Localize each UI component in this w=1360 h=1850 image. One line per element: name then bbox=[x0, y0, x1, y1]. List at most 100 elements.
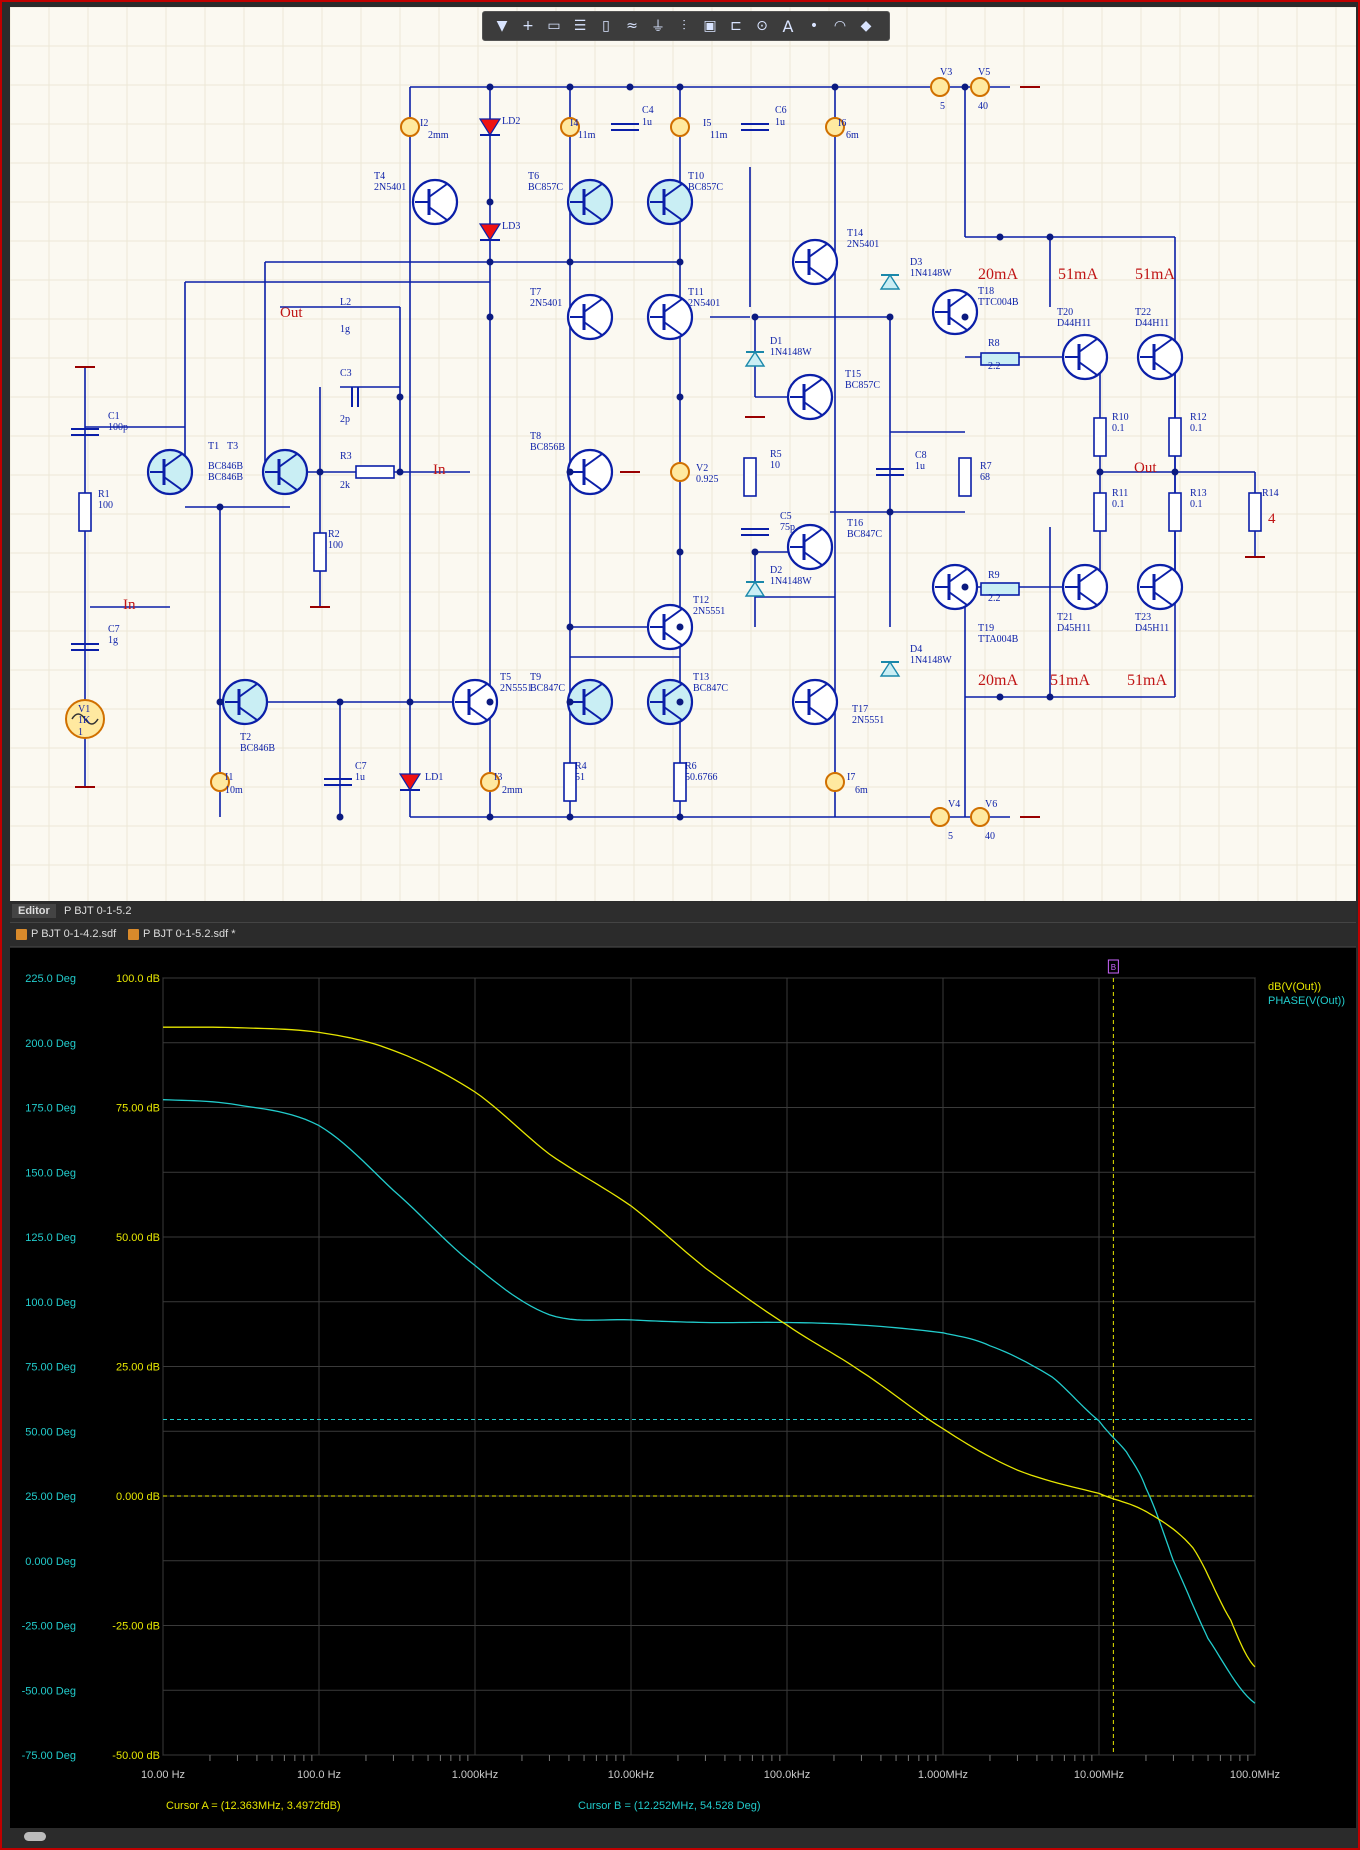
component-label: 1u bbox=[355, 772, 365, 783]
transistor-symbol[interactable] bbox=[786, 373, 834, 421]
source-symbol[interactable] bbox=[825, 772, 845, 792]
transistor-symbol[interactable] bbox=[221, 678, 269, 726]
component-label: R9 bbox=[988, 570, 1000, 581]
port-icon[interactable]: ⊏ bbox=[730, 18, 742, 34]
transistor-symbol[interactable] bbox=[451, 678, 499, 726]
led-icon[interactable] bbox=[478, 223, 502, 242]
resistor-symbol[interactable] bbox=[673, 762, 687, 802]
doc-tab-5-2[interactable]: P BJT 0-1-5.2.sdf * bbox=[128, 928, 236, 940]
text-icon[interactable]: A bbox=[782, 16, 794, 36]
component-label: 40 bbox=[985, 831, 995, 842]
transistor-symbol[interactable] bbox=[646, 603, 694, 651]
source-symbol[interactable] bbox=[400, 117, 420, 137]
resistor-symbol[interactable] bbox=[1168, 492, 1182, 532]
transistor-symbol[interactable] bbox=[261, 448, 309, 496]
transistor-symbol[interactable] bbox=[1061, 563, 1109, 611]
resistor-symbol[interactable] bbox=[313, 532, 327, 572]
component-icon[interactable]: ▯ bbox=[602, 18, 610, 34]
transistor-collector bbox=[1078, 338, 1098, 353]
tab-document[interactable]: P BJT 0-1-5.2 bbox=[64, 905, 132, 917]
transistor-symbol[interactable] bbox=[646, 293, 694, 341]
transistor-symbol[interactable] bbox=[931, 563, 979, 611]
cursor-marker[interactable] bbox=[1107, 959, 1119, 974]
filter-icon[interactable]: ▼ bbox=[496, 18, 508, 34]
source-symbol[interactable] bbox=[930, 807, 950, 827]
transistor-symbol[interactable] bbox=[1136, 333, 1184, 381]
ground-icon[interactable]: ⏚ bbox=[651, 19, 665, 35]
source-symbol[interactable] bbox=[970, 77, 990, 97]
netlabel-icon[interactable]: ◆ bbox=[860, 18, 872, 34]
resistor-symbol[interactable] bbox=[355, 465, 395, 479]
tab-editor[interactable]: Editor bbox=[12, 904, 56, 918]
source-symbol[interactable] bbox=[825, 117, 845, 137]
crosshair-icon[interactable]: + bbox=[522, 18, 534, 34]
transistor-symbol[interactable] bbox=[1136, 563, 1184, 611]
transistor-symbol[interactable] bbox=[646, 178, 694, 226]
resistor-symbol[interactable] bbox=[1093, 492, 1107, 532]
resistor-symbol[interactable] bbox=[1093, 417, 1107, 457]
transistor-symbol[interactable] bbox=[791, 678, 839, 726]
series-line-db bbox=[163, 1026, 1256, 1668]
component-label: 100p bbox=[108, 422, 128, 433]
arc-icon[interactable]: ◠ bbox=[833, 18, 847, 34]
transistor-emitter bbox=[803, 401, 823, 416]
led-icon[interactable] bbox=[478, 118, 502, 137]
diode-icon[interactable] bbox=[879, 660, 901, 677]
resistor-symbol[interactable] bbox=[1248, 492, 1262, 532]
component-label: V2 bbox=[696, 463, 708, 474]
resistor-symbol[interactable] bbox=[958, 457, 972, 497]
transistor-symbol[interactable] bbox=[1061, 333, 1109, 381]
source-symbol[interactable] bbox=[210, 772, 230, 792]
transistor-symbol[interactable] bbox=[146, 448, 194, 496]
source-symbol[interactable] bbox=[480, 772, 500, 792]
component-label: T8 bbox=[530, 431, 541, 442]
legend-entry-db[interactable]: dB(V(Out)) bbox=[1268, 981, 1321, 993]
transistor-symbol[interactable] bbox=[566, 178, 614, 226]
transistor-symbol[interactable] bbox=[566, 678, 614, 726]
horizontal-scrollbar[interactable] bbox=[24, 1832, 46, 1841]
resistor-symbol[interactable] bbox=[980, 582, 1020, 596]
align-icon[interactable]: ☰ bbox=[573, 18, 587, 34]
transistor-symbol[interactable] bbox=[566, 448, 614, 496]
transistor-symbol[interactable] bbox=[931, 288, 979, 336]
transistor-symbol[interactable] bbox=[411, 178, 459, 226]
legend-entry-phase[interactable]: PHASE(V(Out)) bbox=[1268, 995, 1345, 1007]
junction-dot bbox=[316, 468, 324, 476]
transistor-collector bbox=[663, 608, 683, 623]
source-symbol[interactable] bbox=[970, 807, 990, 827]
resistor-symbol[interactable] bbox=[743, 457, 757, 497]
wave-icon[interactable]: ≈ bbox=[626, 18, 638, 34]
chip-icon[interactable]: ▣ bbox=[703, 18, 717, 34]
source-symbol[interactable] bbox=[930, 77, 950, 97]
source-symbol[interactable] bbox=[560, 117, 580, 137]
resistor-symbol[interactable] bbox=[563, 762, 577, 802]
transistor-symbol[interactable] bbox=[646, 678, 694, 726]
doc-tab-4-2[interactable]: P BJT 0-1-4.2.sdf bbox=[16, 928, 116, 940]
resistor-symbol[interactable] bbox=[78, 492, 92, 532]
resistor-symbol[interactable] bbox=[1168, 417, 1182, 457]
transistor-emitter bbox=[583, 206, 603, 221]
select-rect-icon[interactable]: ▭ bbox=[547, 18, 561, 34]
source-symbol[interactable] bbox=[670, 462, 690, 482]
text-icon[interactable]: • bbox=[809, 18, 819, 34]
transistor-emitter bbox=[583, 321, 603, 336]
bus-icon[interactable]: ⫶ bbox=[682, 18, 686, 34]
transistor-symbol[interactable] bbox=[566, 293, 614, 341]
source-symbol[interactable] bbox=[670, 117, 690, 137]
diode-icon[interactable] bbox=[744, 350, 766, 367]
transistor-symbol[interactable] bbox=[786, 523, 834, 571]
junction-dot bbox=[486, 313, 494, 321]
resistor-symbol[interactable] bbox=[980, 352, 1020, 366]
component-label: I6 bbox=[838, 118, 846, 129]
diode-icon[interactable] bbox=[879, 273, 901, 290]
diode-icon[interactable] bbox=[744, 580, 766, 597]
led-icon[interactable] bbox=[398, 773, 422, 792]
transistor-symbol[interactable] bbox=[791, 238, 839, 286]
junction-dot bbox=[1046, 233, 1054, 241]
probe-icon[interactable]: ⊙ bbox=[756, 18, 768, 34]
